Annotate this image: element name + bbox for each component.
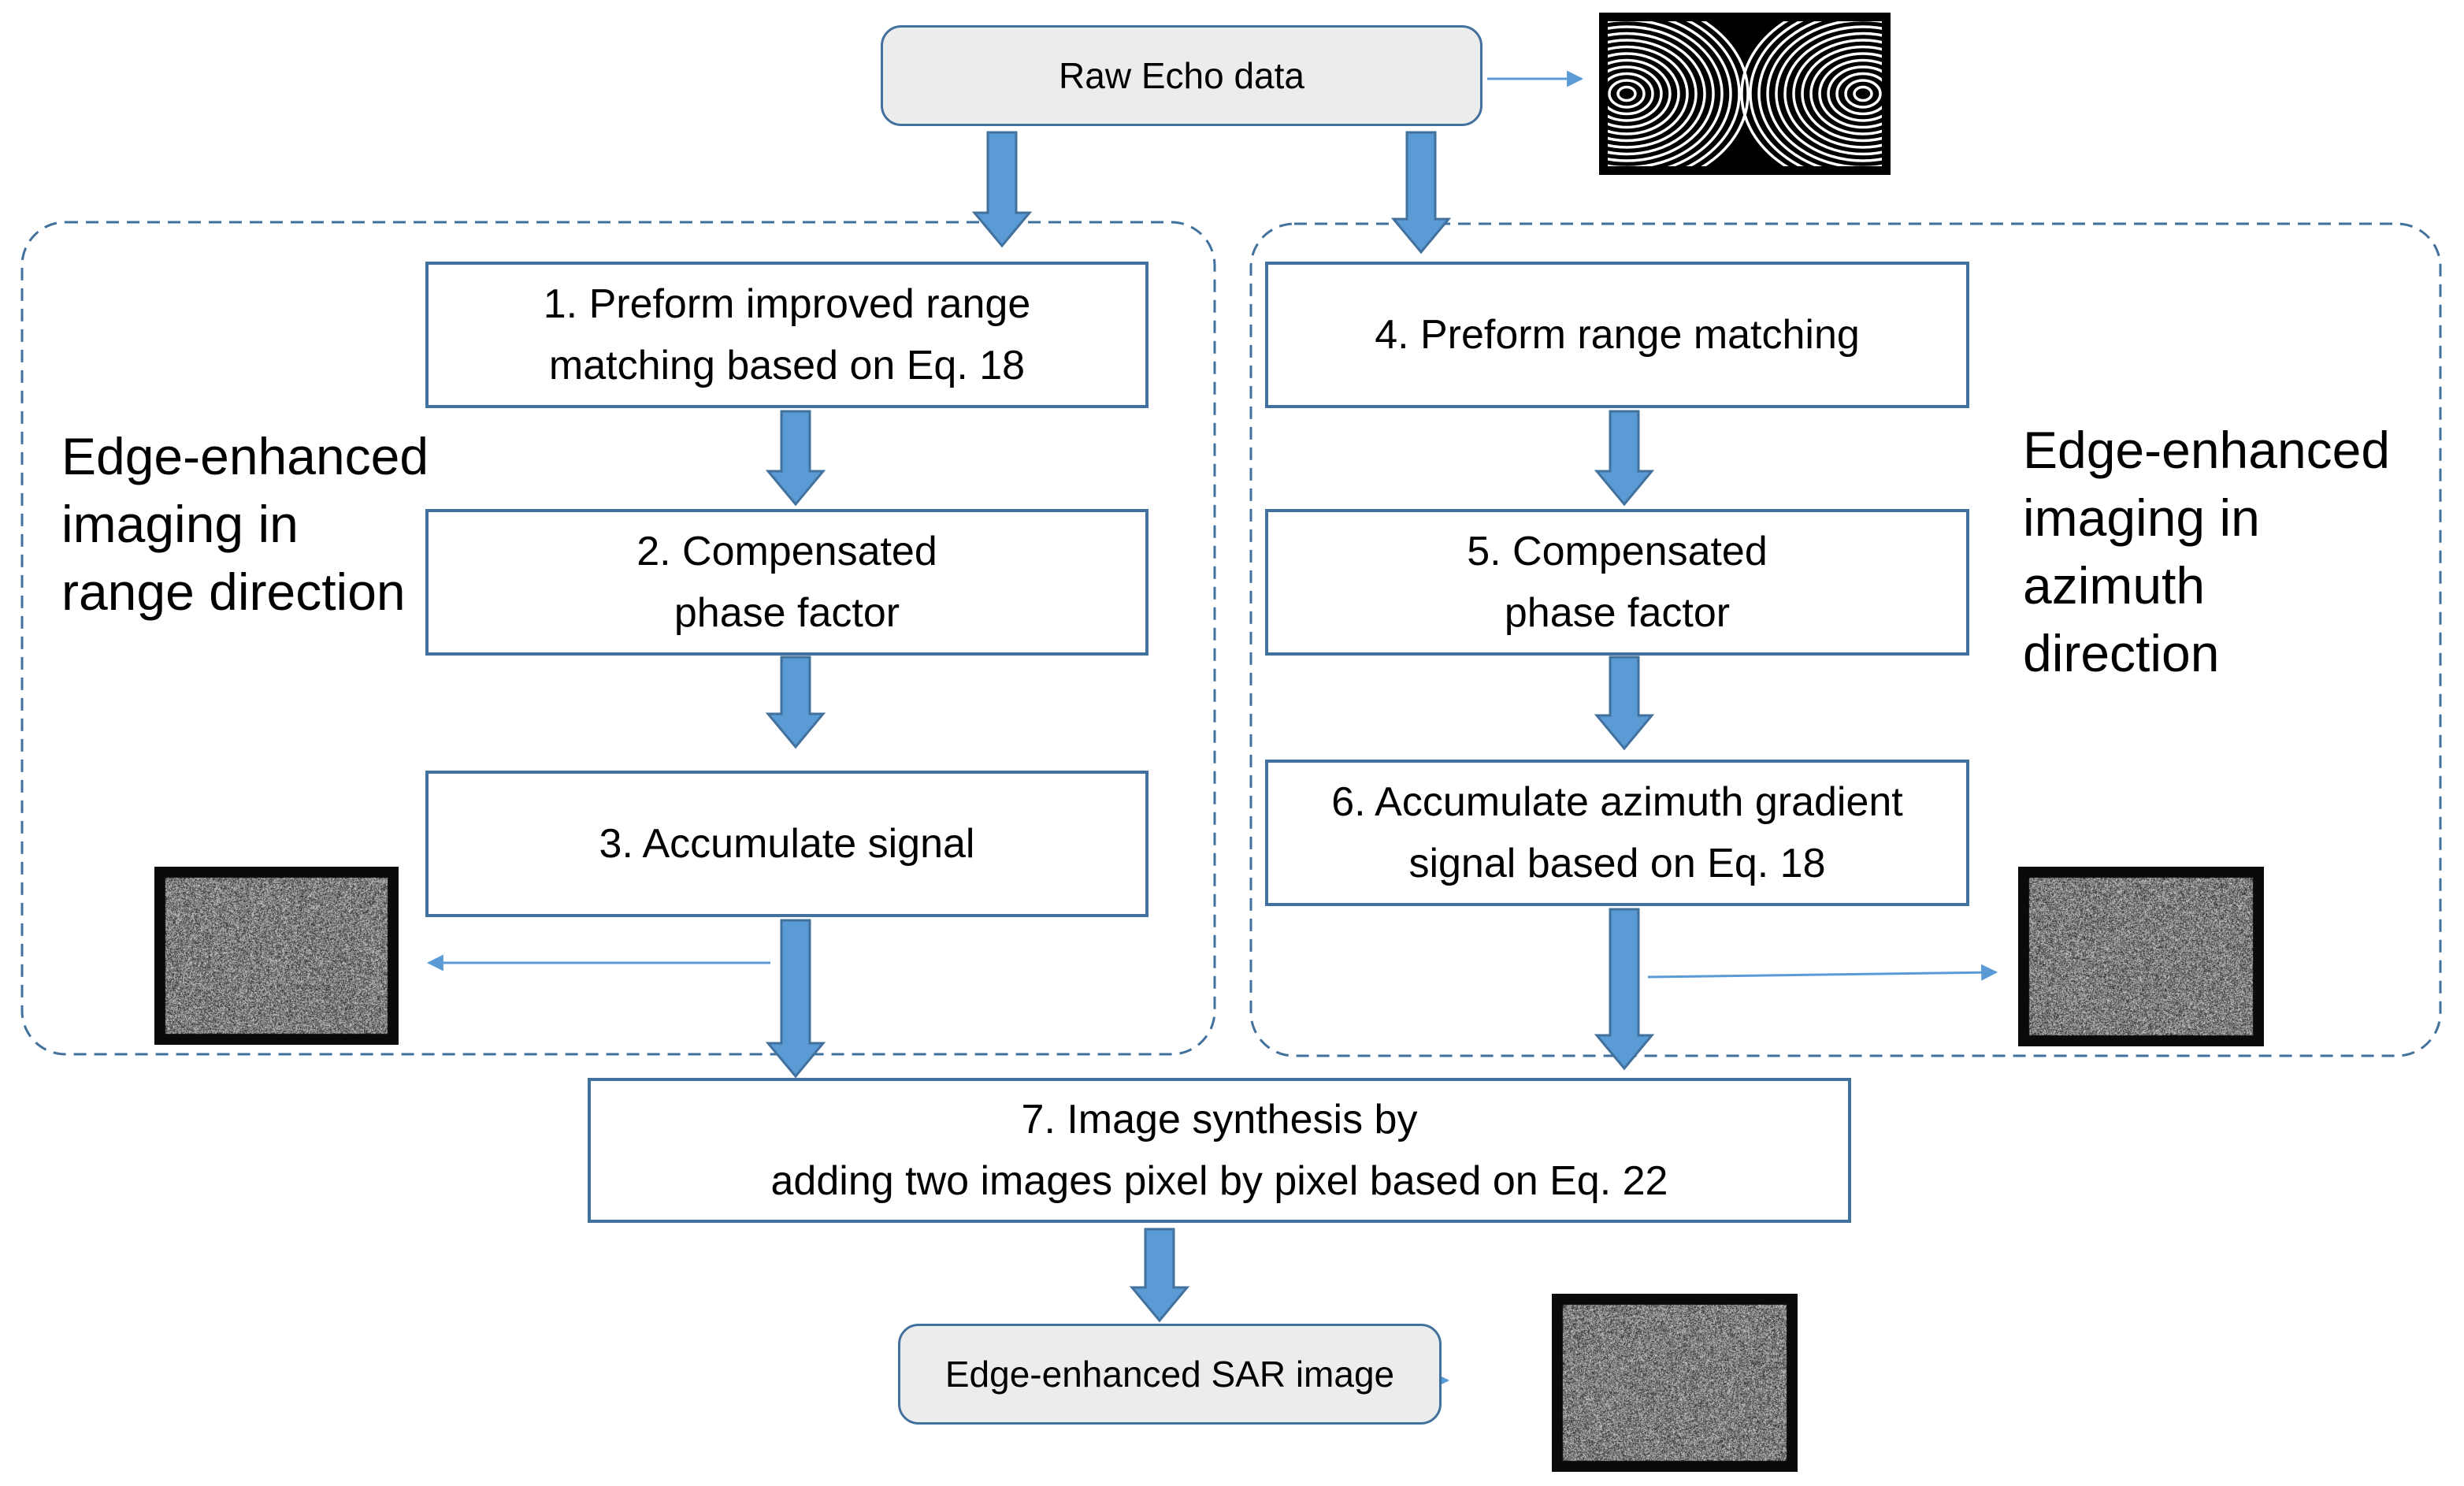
range-group-label: Edge-enhanced imaging in range direction xyxy=(61,427,429,621)
step6-node: 6. Accumulate azimuth gradient signal ba… xyxy=(1265,760,1969,906)
range-group-region xyxy=(20,221,1216,1056)
step4-node: 4. Preform range matching xyxy=(1265,262,1969,408)
raw-echo-label: Raw Echo data xyxy=(1059,55,1304,96)
step6-line-1: 6. Accumulate azimuth gradient xyxy=(1331,779,1903,825)
step4-line-1: 4. Preform range matching xyxy=(1375,312,1860,358)
azimuth-edge-image xyxy=(2018,867,2264,1046)
azimuth-group-label: Edge-enhanced imaging in azimuth directi… xyxy=(2023,421,2391,682)
step2-line-2: phase factor xyxy=(674,590,900,636)
step5-node: 5. Compensated phase factor xyxy=(1265,509,1969,656)
step2-to-step3-arrow xyxy=(765,656,826,749)
step5-line-1: 5. Compensated xyxy=(1467,529,1768,574)
step1-line-2: matching based on Eq. 18 xyxy=(548,343,1026,388)
sar-output-image xyxy=(1552,1294,1798,1472)
step7-line-1: 7. Image synthesis by xyxy=(1021,1097,1418,1142)
step6-to-step7-arrow xyxy=(1594,908,1655,1071)
step1-line-1: 1. Preform improved range xyxy=(543,281,1031,327)
step2-line-1: 2. Compensated xyxy=(636,529,937,574)
step3-to-step7-arrow xyxy=(765,919,826,1079)
step1-to-step2-arrow xyxy=(765,410,826,507)
step5-line-2: phase factor xyxy=(1504,590,1731,636)
raw-echo-pattern-image xyxy=(1599,13,1891,175)
step7-line-2: adding two images pixel by pixel based o… xyxy=(770,1158,1668,1204)
raw-echo-node: Raw Echo data xyxy=(881,25,1482,126)
output-label: Edge-enhanced SAR image xyxy=(944,1354,1395,1395)
step5-to-step6-arrow xyxy=(1594,656,1655,751)
flow-arrows xyxy=(765,131,1655,1323)
step7-to-output-arrow xyxy=(1129,1228,1190,1323)
step3-line-1: 3. Accumulate signal xyxy=(599,821,975,867)
step2-node: 2. Compensated phase factor xyxy=(425,509,1149,656)
raw-to-step1-arrow xyxy=(971,131,1033,248)
output-node: Edge-enhanced SAR image xyxy=(898,1324,1442,1425)
azimuth-result-arrow xyxy=(1647,964,1998,981)
step6-line-2: signal based on Eq. 18 xyxy=(1408,841,1826,886)
step3-node: 3. Accumulate signal xyxy=(425,771,1149,917)
range-edge-image xyxy=(154,867,399,1045)
step1-node: 1. Preform improved range matching based… xyxy=(425,262,1149,408)
step4-to-step5-arrow xyxy=(1594,410,1655,507)
azimuth-group-region xyxy=(1249,222,2442,1057)
step7-node: 7. Image synthesis by adding two images … xyxy=(588,1078,1851,1223)
raw-to-step4-arrow xyxy=(1390,131,1452,254)
